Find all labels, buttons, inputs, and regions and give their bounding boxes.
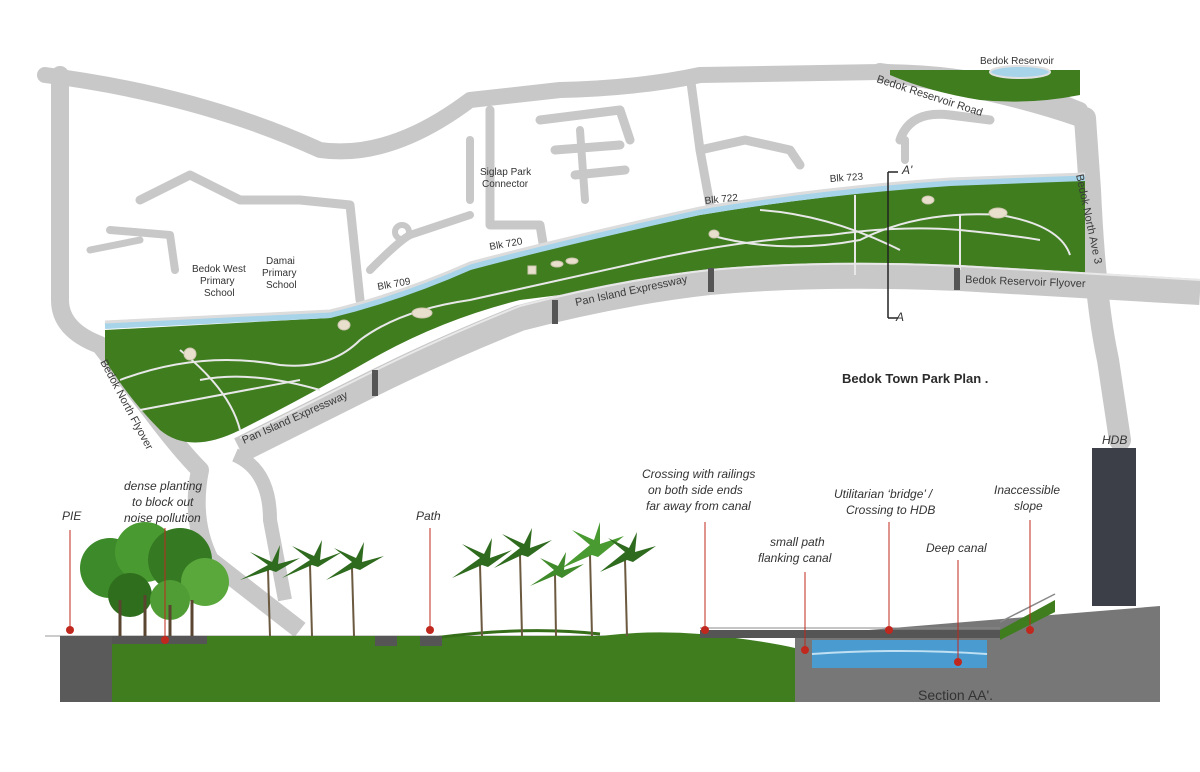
bridge-deck xyxy=(700,630,1000,638)
label-inaccessible-2: slope xyxy=(1014,499,1043,513)
hdb-building xyxy=(1092,448,1136,606)
section-view: HDB xyxy=(45,433,1160,703)
label-school-west-3: School xyxy=(204,288,235,299)
label-school-damai-3: School xyxy=(266,280,297,291)
label-pie: PIE xyxy=(62,509,82,523)
label-dense-2: to block out xyxy=(132,495,194,509)
grass-mound xyxy=(112,632,795,702)
section-mark-top: A' xyxy=(901,163,913,177)
label-reservoir-flyover: Bedok Reservoir Flyover xyxy=(965,274,1086,290)
label-crossing-1: Crossing with railings xyxy=(642,467,755,481)
palms-right xyxy=(479,554,628,637)
label-dense-1: dense planting xyxy=(124,479,202,493)
canal xyxy=(104,175,1086,329)
label-blk-723: Blk 723 xyxy=(829,172,863,185)
bedok-reservoir xyxy=(890,65,1080,102)
label-siglap-1: Siglap Park xyxy=(480,167,532,178)
palms-left xyxy=(267,564,355,637)
pan-island-expressway xyxy=(234,262,1200,462)
plan-view: A' A Bedok Reservoir Bedok Reservoir Roa… xyxy=(37,56,1200,638)
label-deep-canal: Deep canal xyxy=(926,541,987,555)
label-path: Path xyxy=(416,509,441,523)
label-reservoir: Bedok Reservoir xyxy=(980,56,1055,67)
plan-title: Bedok Town Park Plan . xyxy=(842,371,988,386)
label-inaccessible-1: Inaccessible xyxy=(994,483,1060,497)
west-loop-road xyxy=(51,66,209,479)
label-blk-722: Blk 722 xyxy=(704,193,739,207)
label-bridge-1: Utilitarian ‘bridge’ / xyxy=(834,487,934,501)
label-school-west-1: Bedok West xyxy=(192,264,246,275)
section-line xyxy=(887,171,898,319)
section-mark-bottom: A xyxy=(895,310,904,324)
label-crossing-2: on both side ends xyxy=(648,483,743,497)
annotation-dots xyxy=(66,626,1034,666)
path-slabs xyxy=(112,636,442,646)
park-green-band xyxy=(105,180,1085,443)
label-hdb: HDB xyxy=(1102,433,1127,447)
park-paths xyxy=(119,195,1071,431)
label-school-damai-1: Damai xyxy=(266,256,295,267)
section-title: Section AA'. xyxy=(918,687,993,703)
label-dense-3: noise pollution xyxy=(124,511,201,525)
pie-block xyxy=(60,636,112,702)
label-small-path-2: flanking canal xyxy=(758,551,832,565)
label-small-path-1: small path xyxy=(770,535,825,549)
label-school-damai-2: Primary xyxy=(262,268,296,279)
park-features xyxy=(183,195,1008,361)
annotation-markers xyxy=(69,520,1031,662)
pie-crossings xyxy=(372,268,960,396)
label-bridge-2: Crossing to HDB xyxy=(846,503,935,517)
dense-trees xyxy=(80,522,229,636)
label-school-west-2: Primary xyxy=(200,276,234,287)
label-siglap-2: Connector xyxy=(482,179,529,190)
label-crossing-3: far away from canal xyxy=(646,499,751,513)
